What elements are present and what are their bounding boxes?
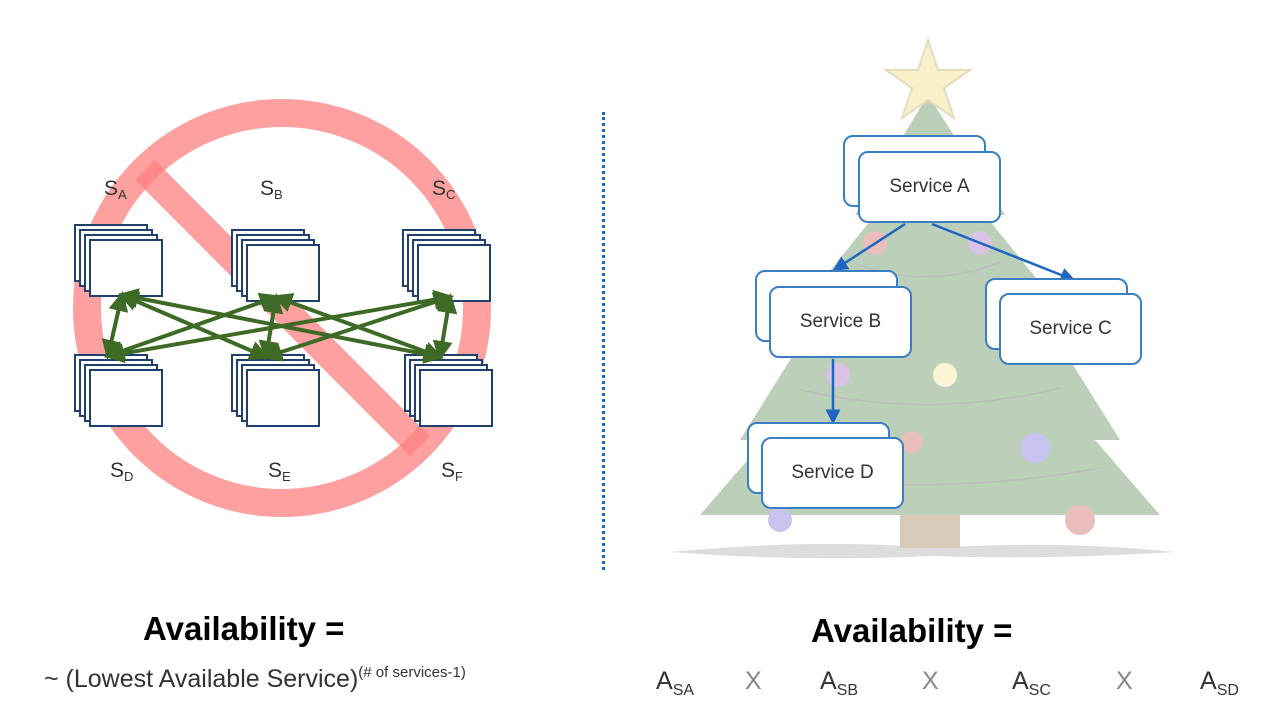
edge-a-c [931, 222, 1076, 283]
node-label-a: SA [104, 177, 127, 202]
multiply-operator: X [745, 667, 762, 695]
tree-diagram [670, 36, 1175, 559]
dotted-divider [602, 112, 605, 570]
term-a-sa: ASA [656, 667, 695, 699]
node-stack-e [231, 354, 320, 427]
node-label-c: SC [432, 177, 456, 202]
node-label-d: SD [110, 459, 134, 484]
node-stack-f [404, 354, 493, 427]
node-stack-d [74, 354, 163, 427]
left-availability-formula: ~ (Lowest Available Service)(# of servic… [44, 664, 466, 693]
multiply-operator: X [922, 667, 939, 695]
node-page [89, 369, 163, 427]
mesh-edge-c-f [432, 293, 458, 361]
christmas-tree-background [670, 36, 1175, 559]
service-a-label: Service A [858, 151, 1001, 223]
service-c-label: Service C [999, 293, 1142, 365]
tree-edges [825, 222, 1076, 425]
right-availability-title: Availability = [811, 612, 1013, 649]
term-a-sd: ASD [1200, 667, 1239, 699]
node-label-b: SB [260, 177, 283, 202]
service-d-label: Service D [761, 437, 904, 509]
multiply-operator: X [1116, 667, 1133, 695]
service-b-label: Service B [769, 286, 912, 358]
term-a-sb: ASB [820, 667, 859, 699]
edge-a-b [832, 222, 906, 272]
node-page [89, 239, 163, 297]
node-label-f: SF [441, 459, 463, 484]
mesh-diagram [73, 99, 493, 517]
mesh-edge-c-e [262, 292, 454, 362]
node-page [419, 369, 493, 427]
term-a-sc: ASC [1012, 667, 1051, 699]
left-availability-title: Availability = [143, 610, 345, 647]
node-label-e: SE [268, 459, 291, 484]
node-stack-c [402, 229, 491, 302]
node-stack-a [74, 224, 163, 297]
node-page [246, 369, 320, 427]
